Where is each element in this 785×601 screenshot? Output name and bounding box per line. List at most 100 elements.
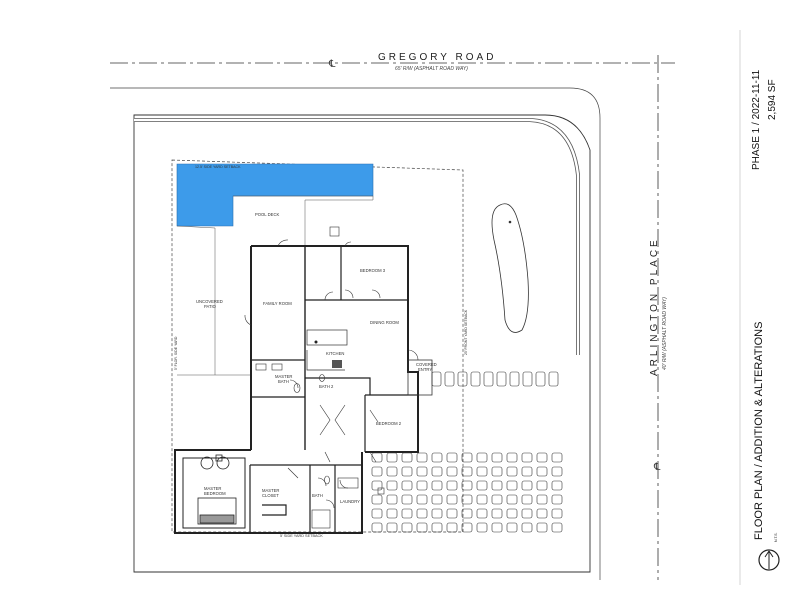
paver xyxy=(461,480,473,491)
paver xyxy=(371,466,383,477)
kitchen-sink xyxy=(314,340,318,344)
bath-fixtures xyxy=(255,363,385,529)
kitchen-island xyxy=(306,329,348,346)
paver xyxy=(431,452,443,463)
paver xyxy=(461,494,473,505)
laundry-label: LAUNDRY xyxy=(340,499,360,504)
paver xyxy=(461,466,473,477)
paver xyxy=(401,480,413,491)
paver xyxy=(521,522,533,533)
paver xyxy=(536,452,548,463)
paver xyxy=(386,480,398,491)
paver xyxy=(401,494,413,505)
centerline-symbol-east: ℄ xyxy=(653,462,661,473)
north-arrow-icon xyxy=(758,549,780,571)
kitchen-label: KITCHEN xyxy=(326,351,344,356)
paver xyxy=(536,508,548,519)
paver xyxy=(416,480,428,491)
house-walls xyxy=(174,245,419,534)
paver xyxy=(521,508,533,519)
paver xyxy=(461,452,473,463)
bedroom3-label: BEDROOM 3 xyxy=(360,268,386,273)
west-setback-label: 5' FLOR. SIDE YARD xyxy=(174,336,178,370)
paver xyxy=(506,508,518,519)
scale-note: N.T.S. xyxy=(774,532,778,542)
paver xyxy=(551,508,563,519)
pool-deck-label: POOL DECK xyxy=(255,212,279,217)
paver xyxy=(416,452,428,463)
paver xyxy=(416,522,428,533)
paver xyxy=(521,452,533,463)
arlington-place-label: ARLINGTON PLACE xyxy=(649,237,660,376)
walkway-paver xyxy=(483,371,494,387)
paver xyxy=(476,508,488,519)
paver xyxy=(536,522,548,533)
paver xyxy=(551,480,563,491)
paver xyxy=(506,480,518,491)
area-sf: 2,594 SF xyxy=(767,79,778,120)
paver xyxy=(401,522,413,533)
paver xyxy=(386,466,398,477)
island-tree xyxy=(508,220,512,224)
walkway-paver xyxy=(457,371,468,387)
paver xyxy=(476,466,488,477)
paver xyxy=(371,494,383,505)
gregory-road-row: 65' R/W (ASPHALT ROAD WAY) xyxy=(395,66,468,72)
paver xyxy=(476,494,488,505)
east-setback-label: 25' FRONT YARD SETBACK xyxy=(464,309,468,355)
paver xyxy=(416,494,428,505)
paver xyxy=(491,466,503,477)
curb-inner xyxy=(134,118,580,355)
walkway-paver xyxy=(535,371,546,387)
bedroom2-label: BEDROOM 2 xyxy=(376,421,402,426)
paver xyxy=(386,522,398,533)
walkway-paver xyxy=(509,371,520,387)
walkway-paver xyxy=(444,371,455,387)
paver xyxy=(461,522,473,533)
paver xyxy=(446,466,458,477)
paver xyxy=(431,508,443,519)
walkway-paver xyxy=(431,371,442,387)
paver xyxy=(446,522,458,533)
gregory-road-label: GREGORY ROAD xyxy=(378,52,496,63)
paver xyxy=(401,452,413,463)
walkway-paver xyxy=(548,371,559,387)
walkway-paver xyxy=(470,371,481,387)
paver xyxy=(506,494,518,505)
paver xyxy=(386,494,398,505)
pool-equipment xyxy=(329,226,340,237)
paver xyxy=(446,480,458,491)
bath-label: BATH xyxy=(312,493,323,498)
paver xyxy=(491,480,503,491)
paver xyxy=(536,466,548,477)
paver xyxy=(431,466,443,477)
paver xyxy=(431,522,443,533)
door-swings xyxy=(244,239,419,509)
paver xyxy=(506,452,518,463)
north-setback-label: 12.5' SIDE YARD SETBACK xyxy=(195,165,241,169)
range xyxy=(332,360,342,368)
paver xyxy=(371,508,383,519)
paver xyxy=(386,508,398,519)
family-room-label: FAMILY ROOM xyxy=(263,301,292,306)
paver xyxy=(521,494,533,505)
closet-shelving xyxy=(262,504,287,516)
paver xyxy=(446,494,458,505)
road-edge xyxy=(110,87,601,580)
paver xyxy=(401,466,413,477)
walkway-paver xyxy=(522,371,533,387)
south-setback-label: 5' SIDE YARD SETBACK xyxy=(280,534,323,538)
paver xyxy=(476,480,488,491)
arlington-place-row: 40' R/W (ASPHALT ROAD WAY) xyxy=(662,297,668,370)
paver xyxy=(371,480,383,491)
bath2-label: BATH 2 xyxy=(319,384,334,389)
paver xyxy=(506,466,518,477)
paver xyxy=(491,494,503,505)
paver xyxy=(491,452,503,463)
paver xyxy=(551,452,563,463)
